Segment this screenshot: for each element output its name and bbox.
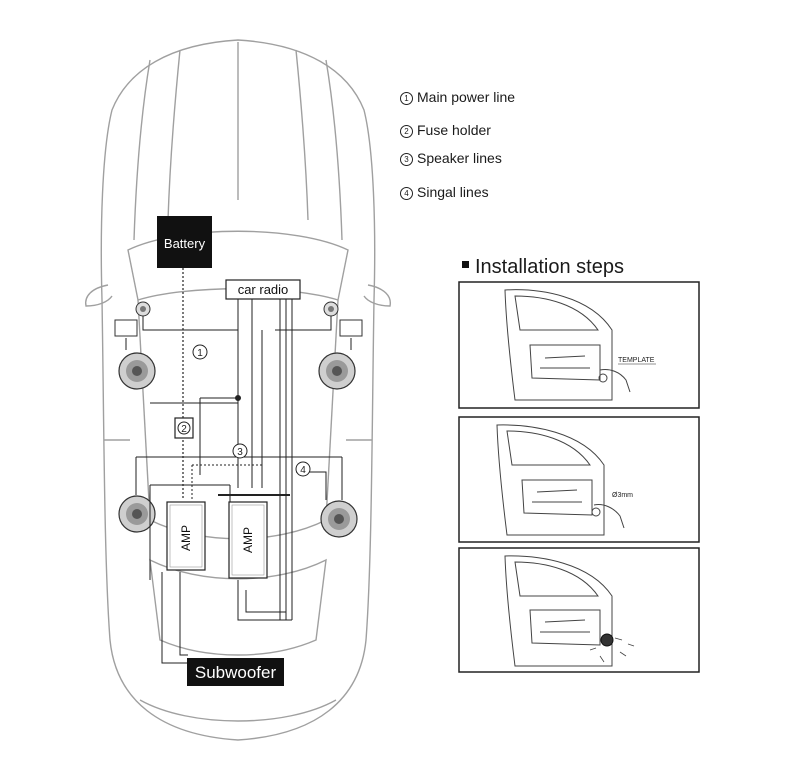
step-2-panel: Ø3mm — [458, 416, 700, 543]
battery-box: Battery — [157, 216, 212, 268]
svg-text:2: 2 — [181, 424, 187, 435]
legend-item-speaker-lines: 3 Speaker lines — [400, 150, 502, 166]
legend-number: 4 — [400, 187, 413, 200]
installation-steps-title: Installation steps — [462, 256, 624, 279]
legend-number: 1 — [400, 92, 413, 105]
amp-left-box: AMP — [166, 501, 206, 571]
speaker-icon — [320, 500, 358, 538]
legend-text: Speaker lines — [417, 150, 502, 166]
amp-right-label: AMP — [241, 527, 255, 553]
step-1-panel: TEMPLATE — [458, 281, 700, 409]
legend-text: Singal lines — [417, 184, 489, 200]
amp-left-label: AMP — [179, 525, 193, 551]
svg-text:3: 3 — [237, 447, 243, 458]
step-1-label: TEMPLATE — [618, 357, 655, 364]
speaker-icon — [318, 352, 356, 390]
speakers — [114, 301, 363, 538]
svg-text:4: 4 — [300, 465, 306, 476]
marker-1: 1 — [192, 344, 208, 360]
legend-text: Main power line — [417, 89, 516, 105]
crossover-icon — [339, 319, 363, 337]
installation-steps-text: Installation steps — [475, 256, 624, 278]
legend-text: Fuse holder — [417, 122, 491, 138]
speaker-icon — [323, 301, 339, 317]
step-2-label: Ø3mm — [612, 492, 633, 499]
legend-item-signal-lines: 4 Singal lines — [400, 184, 489, 200]
speaker-icon — [135, 301, 151, 317]
crossover-icon — [114, 319, 138, 337]
legend-number: 2 — [400, 125, 413, 138]
marker-4: 4 — [295, 461, 311, 477]
bullet-square-icon — [462, 261, 469, 268]
subwoofer-box: Subwoofer — [187, 658, 284, 686]
speaker-icon — [118, 495, 156, 533]
amp-right-box: AMP — [228, 501, 268, 579]
legend-item-fuse-holder: 2 Fuse holder — [400, 122, 491, 138]
svg-text:1: 1 — [197, 348, 203, 359]
battery-label: Battery — [164, 236, 206, 251]
step-3-panel — [458, 547, 700, 673]
car-radio-box: car radio — [225, 279, 301, 300]
car-outline — [85, 39, 391, 741]
legend-number: 3 — [400, 153, 413, 166]
car-radio-label: car radio — [238, 282, 289, 297]
speaker-icon — [118, 352, 156, 390]
subwoofer-label: Subwoofer — [195, 663, 277, 682]
marker-3: 3 — [232, 443, 248, 459]
wiring — [125, 268, 352, 664]
fuse-holder: 2 — [174, 417, 194, 439]
legend-item-main-power-line: 1 Main power line — [400, 89, 515, 105]
